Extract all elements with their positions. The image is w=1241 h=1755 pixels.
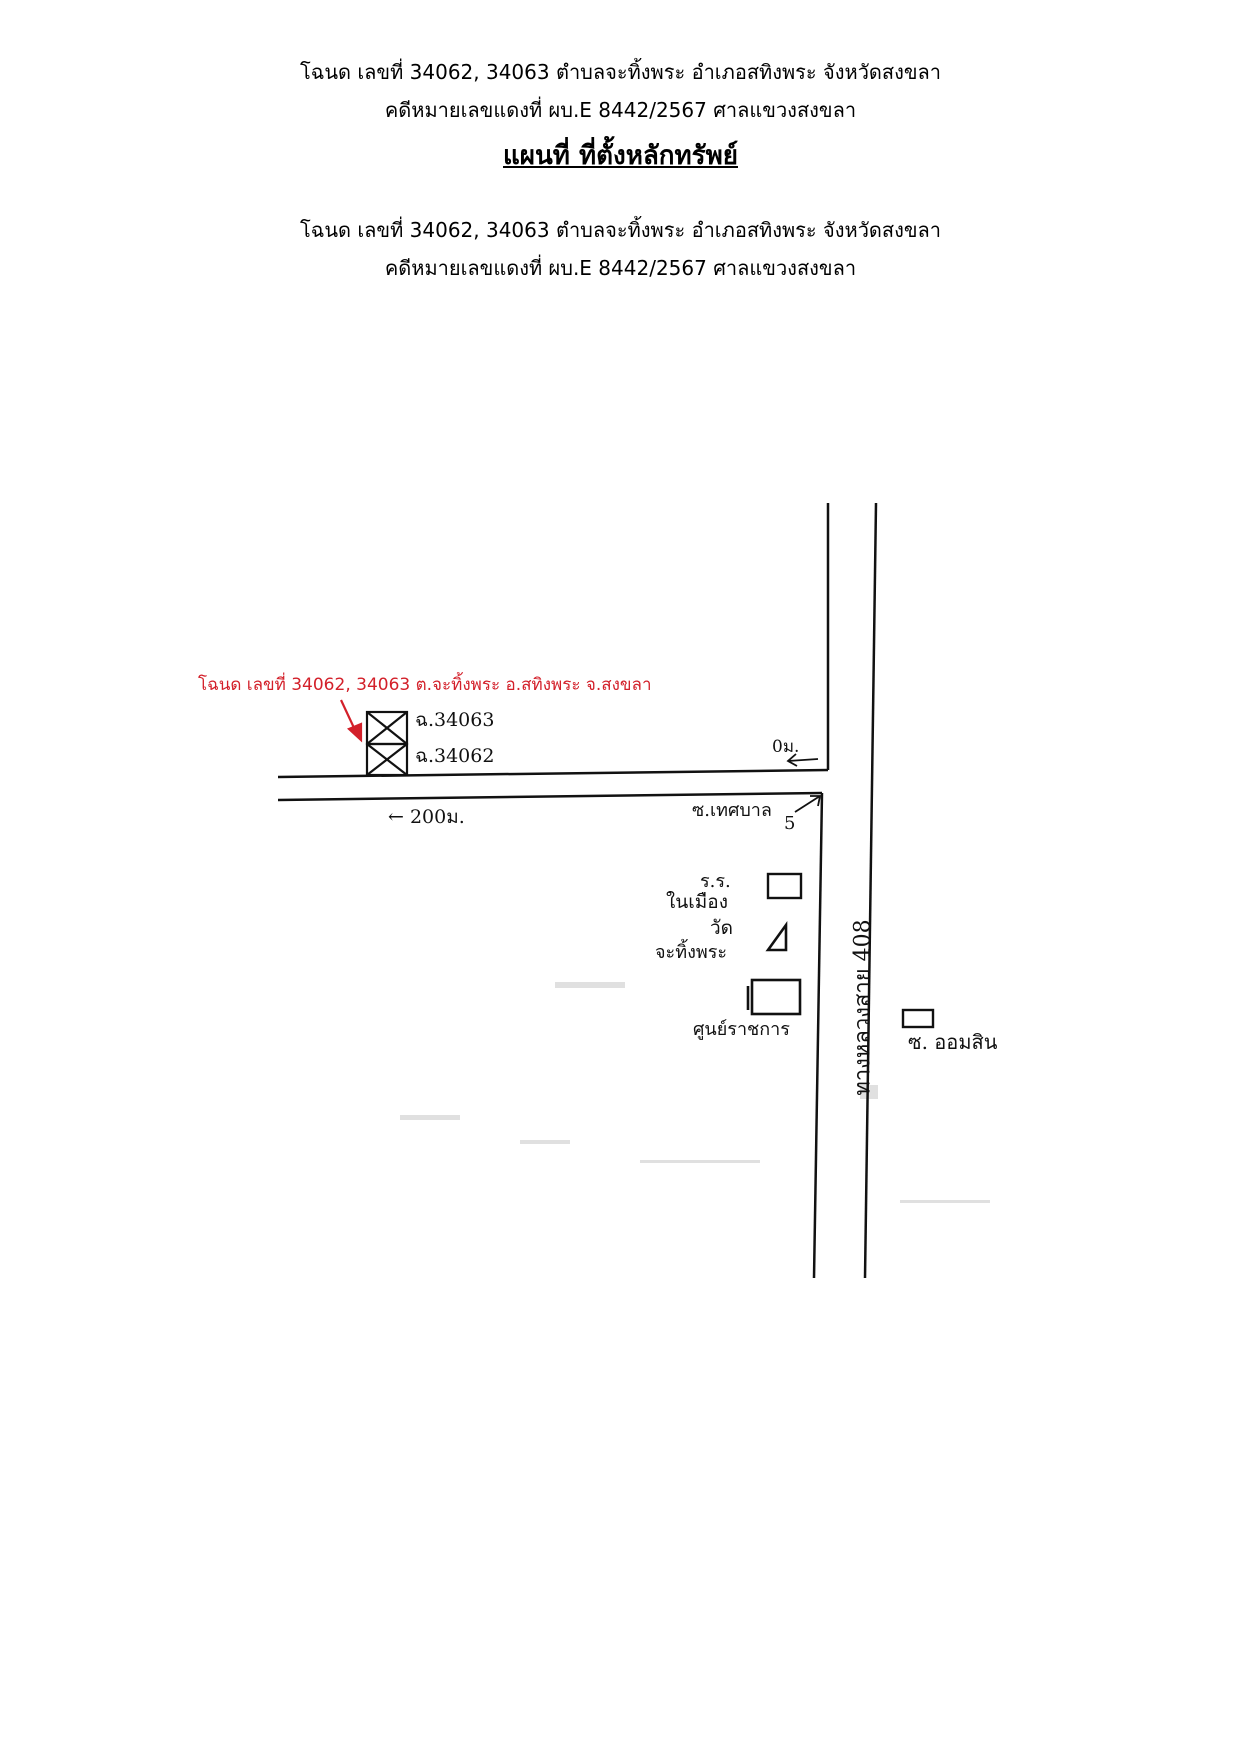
plot-34063 [365,710,409,746]
plot-label-34062: ฉ.34062 [415,745,495,767]
side-road-north-edge [277,768,829,779]
gov-center-label: ศูนย์ราชการ [693,1019,790,1040]
soi-label: ซ.เทศบาล [692,800,772,821]
shop-symbol [901,1008,935,1029]
property-pointer-arrow [340,699,363,743]
soi-number: 5 [784,813,796,834]
property-label: โฉนด เลขที่ 34062, 34063 ต.จะทิ้งพระ อ.ส… [198,675,652,695]
highway-west-edge-lower [812,792,824,1279]
scan-noise [400,982,990,1203]
distance-label-200m: ← 200ม. [388,806,465,828]
shop-label: ซ. ออมสิน [908,1030,998,1054]
gov-center-symbol [750,978,802,1016]
junction-arrow [786,753,819,767]
temple-label-name: จะทิ้งพระ [655,942,728,963]
header-case-line: คดีหมายเลขแดงที่ ผบ.E 8442/2567 ศาลแขวงส… [384,98,857,122]
plot-34062 [365,742,409,777]
highway-east-edge [863,502,878,1279]
highway-label: ทางหลวงสาย 408 [850,919,876,1096]
deed-line: โฉนด เลขที่ 34062, 34063 ตำบลจะทิ้งพระ อ… [299,218,942,242]
side-road-south-edge [277,791,823,802]
temple-symbol [765,920,788,952]
plot-label-34063: ฉ.34063 [415,709,495,731]
soi-arrow [794,795,822,813]
header-deed-line: โฉนด เลขที่ 34062, 34063 ตำบลจะทิ้งพระ อ… [299,60,942,84]
school-label-name: ในเมือง [666,891,728,913]
case-line: คดีหมายเลขแดงที่ ผบ.E 8442/2567 ศาลแขวงส… [384,256,857,280]
school-label-abbrev: ร.ร. [700,871,731,892]
page-title: แผนที่ ที่ตั้งหลักทรัพย์ [503,141,738,171]
temple-label-word: วัด [710,917,734,939]
distance-label-0m: 0ม. [772,737,800,757]
school-symbol [766,872,803,900]
